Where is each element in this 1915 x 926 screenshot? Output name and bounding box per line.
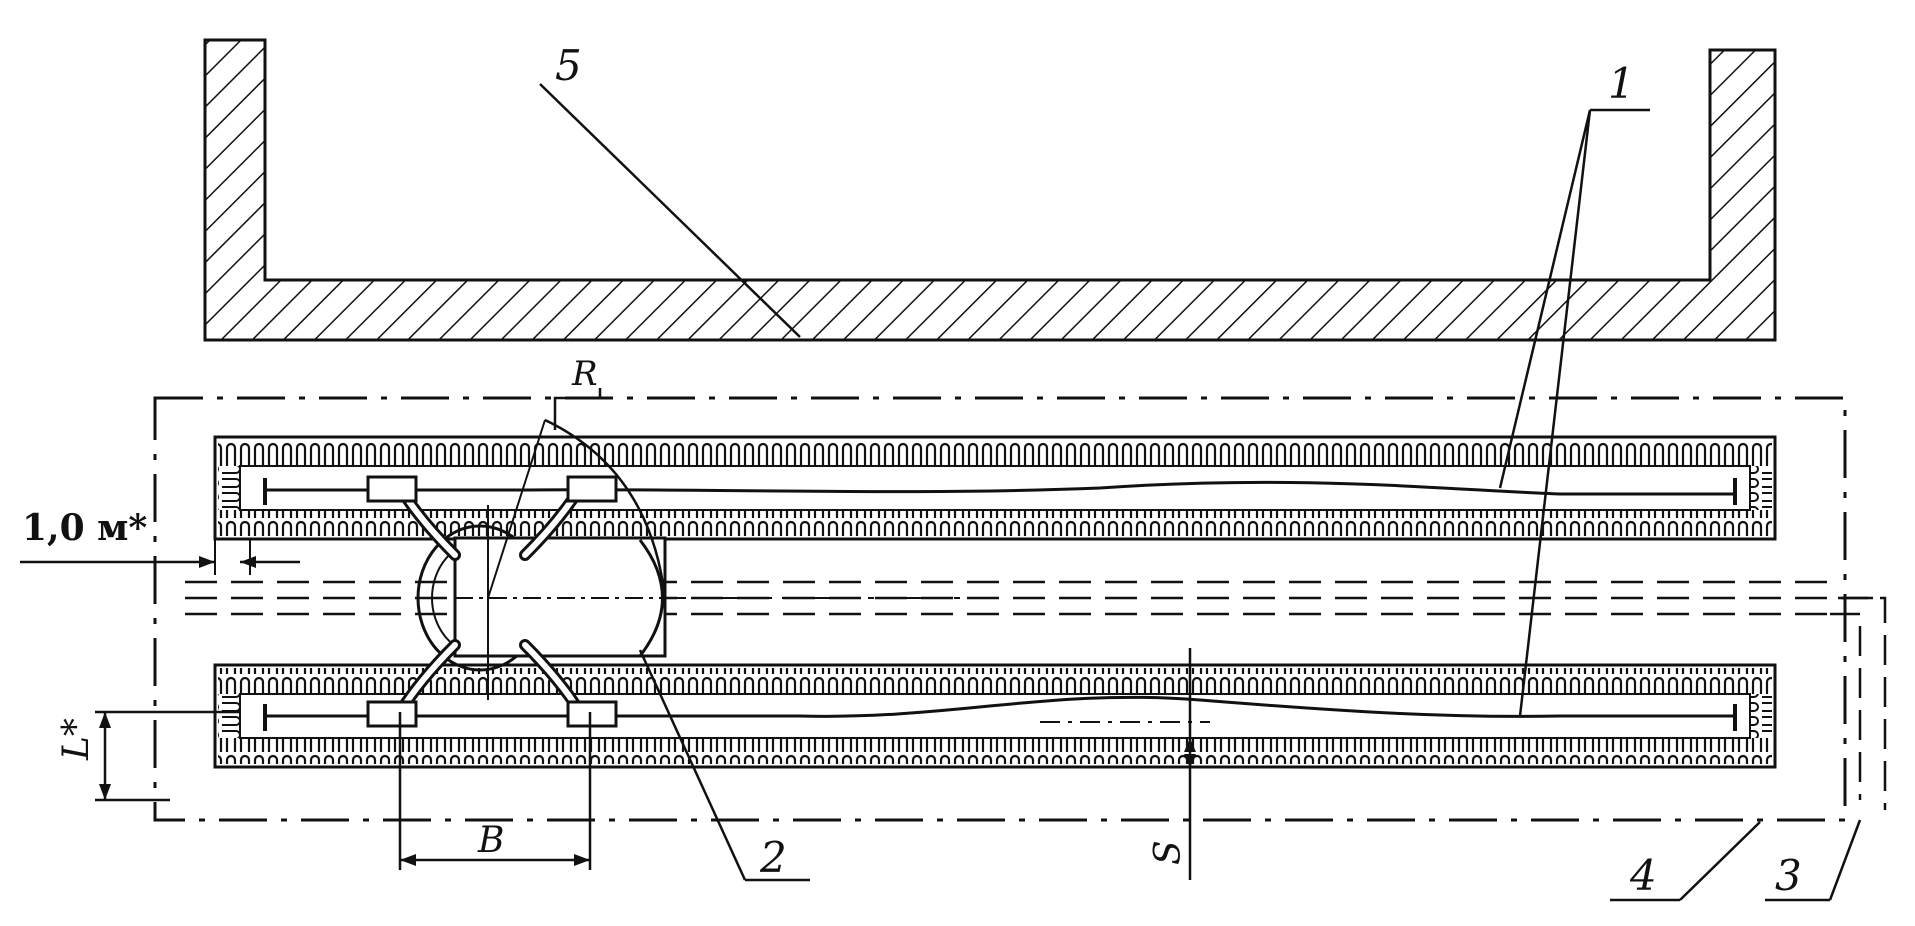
crane-body bbox=[416, 505, 667, 700]
pointer-1-label: 1 bbox=[1608, 59, 1635, 108]
hazard-zone-boundary bbox=[153, 396, 1847, 822]
pointer-2-label: 2 bbox=[759, 833, 787, 882]
building-wall bbox=[203, 38, 1777, 342]
dimension-s: S bbox=[1148, 648, 1196, 880]
dimension-b: B bbox=[398, 712, 592, 870]
swing-radius: R bbox=[487, 354, 667, 599]
pointer-5-label: 5 bbox=[555, 41, 582, 90]
dim-s-label: S bbox=[1148, 840, 1189, 865]
pointer-4-label: 4 bbox=[1629, 851, 1657, 900]
outrigger-legs bbox=[366, 475, 618, 728]
lower-rail-track bbox=[213, 663, 1777, 769]
dim-b-label: B bbox=[477, 820, 504, 861]
clearance-dimension: 1,0 м* bbox=[20, 507, 300, 575]
radius-label: R bbox=[571, 354, 598, 394]
pointer-3-label: 3 bbox=[1775, 851, 1802, 900]
dim-l-label: L* bbox=[56, 718, 97, 761]
clearance-label: 1,0 м* bbox=[22, 507, 147, 549]
leader-lines bbox=[539, 83, 1862, 902]
upper-rail-track bbox=[213, 435, 1777, 541]
dimension-l: L* bbox=[56, 710, 240, 802]
